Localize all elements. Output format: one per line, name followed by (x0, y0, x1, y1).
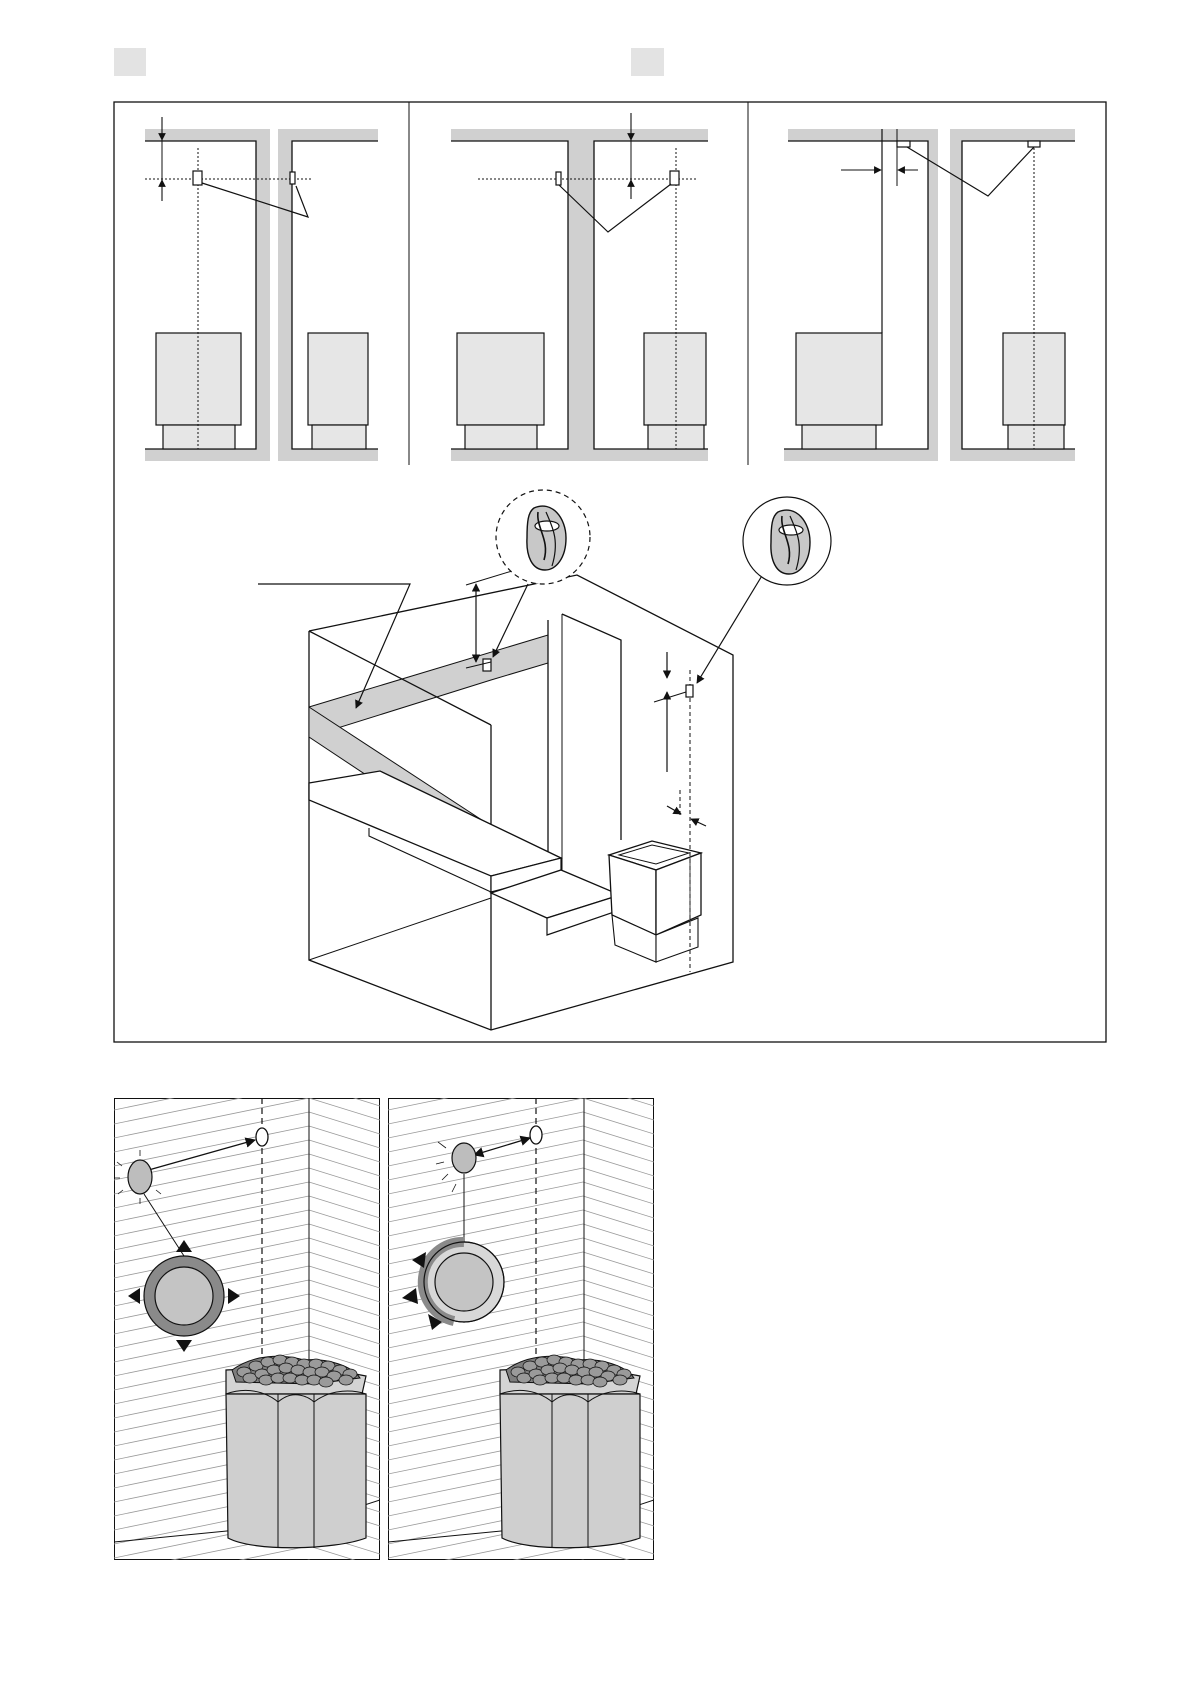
heater-icon (226, 1355, 366, 1548)
temperature-sensor-icon (897, 141, 910, 147)
dimension-arrow-icon (667, 806, 706, 826)
isometric-sauna-room (258, 571, 763, 1030)
heater-icon (609, 841, 701, 962)
side-view-2 (451, 113, 708, 461)
temperature-sensor-icon (452, 1143, 476, 1173)
sensor-rotate-view-4way (114, 1098, 380, 1560)
heater-icon (156, 333, 241, 449)
temperature-sensor-icon (771, 510, 810, 574)
heater-icon (457, 333, 544, 449)
heater-icon (500, 1355, 640, 1548)
heater-icon (644, 333, 706, 449)
heater-icon (796, 333, 882, 449)
temperature-sensor-icon (193, 171, 202, 185)
heater-icon (308, 333, 368, 449)
side-view-1 (145, 117, 378, 461)
temperature-sensor-icon (686, 685, 693, 697)
sensor-placement-figure (0, 0, 1192, 1060)
temperature-sensor-icon (128, 1160, 152, 1194)
heater-icon (1003, 333, 1065, 449)
temperature-sensor-icon (1028, 141, 1040, 147)
dimension-arrow-icon (654, 652, 686, 772)
temperature-sensor-icon (670, 171, 679, 185)
temperature-sensor-icon (530, 1126, 542, 1144)
temperature-sensor-icon (556, 172, 561, 185)
temperature-sensor-icon (256, 1128, 268, 1146)
sensor-detail-magnifier (743, 497, 831, 585)
temperature-sensor-icon (527, 506, 566, 570)
sensor-detail-magnifier (496, 490, 590, 584)
side-view-3 (784, 129, 1075, 461)
sensor-rotate-view-3way (388, 1098, 654, 1560)
temperature-sensor-icon (290, 172, 295, 184)
temperature-sensor-icon (483, 659, 491, 671)
